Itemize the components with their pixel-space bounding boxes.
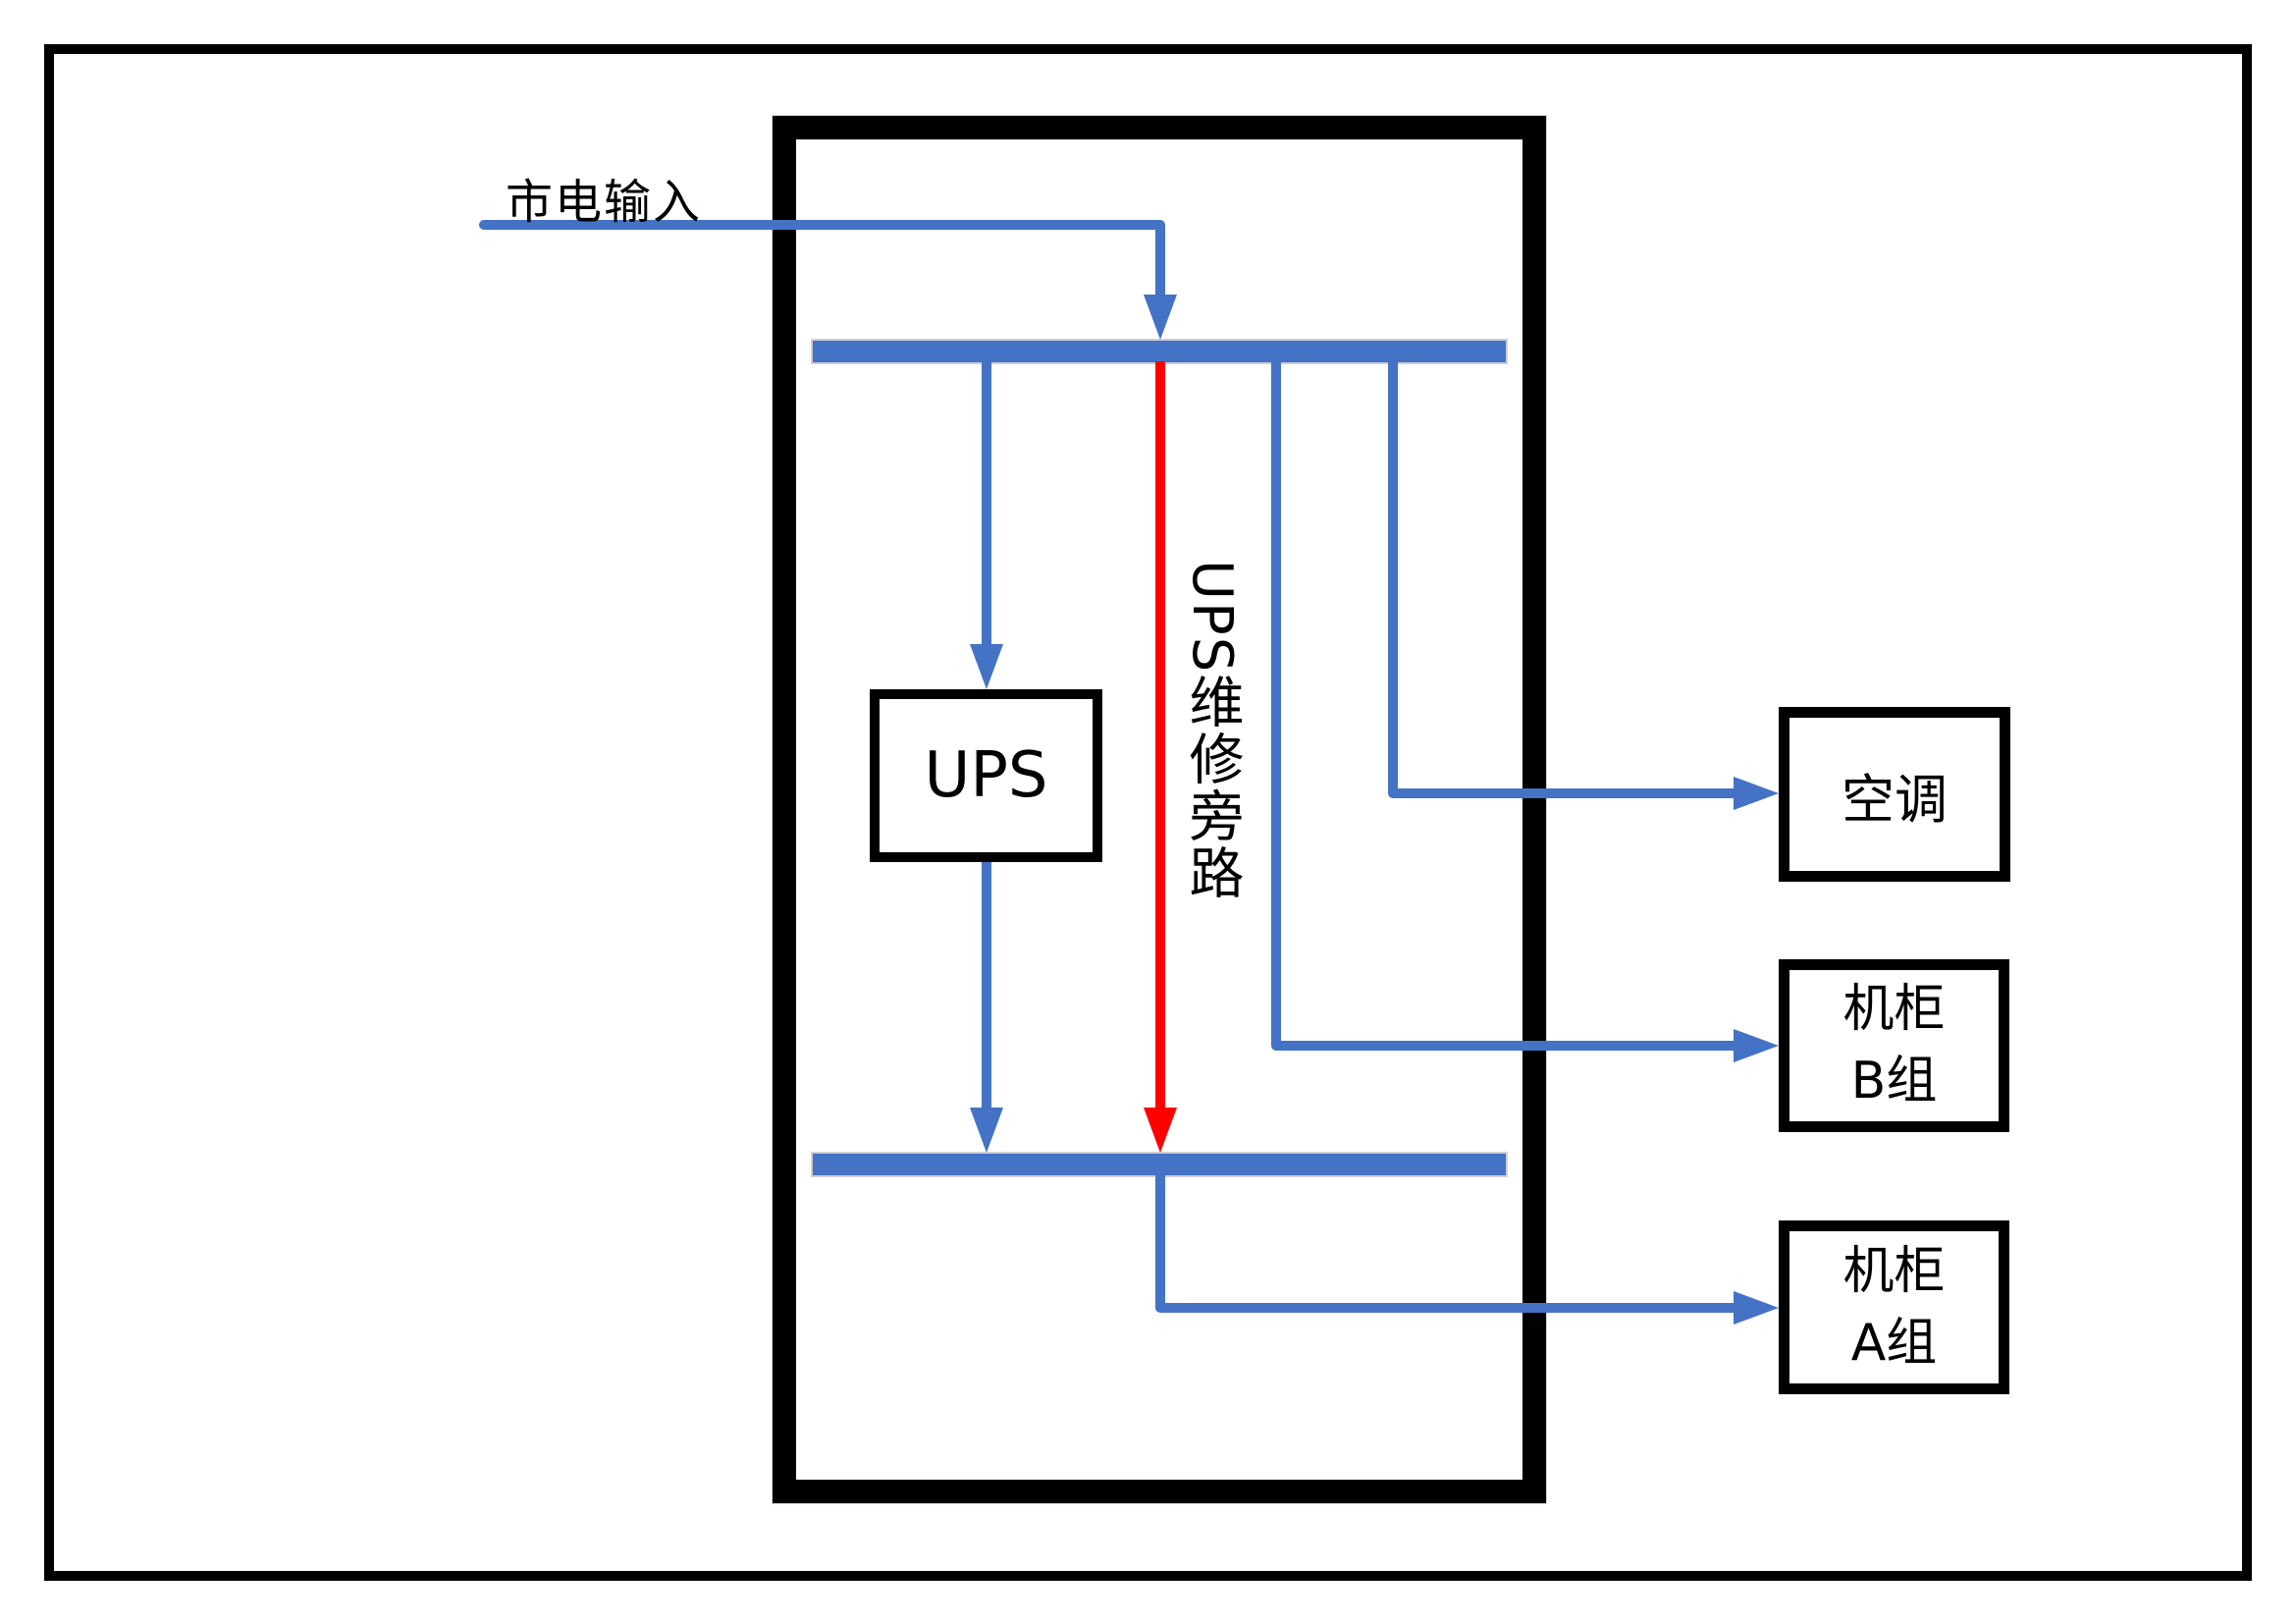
bypass-arrowhead (1144, 1108, 1177, 1153)
cabinet-group-a-label-line2: A组 (1850, 1313, 1938, 1373)
cabinet-a-arrowhead (1734, 1291, 1779, 1325)
cabinet-group-a-box: 机柜 A组 (1779, 1220, 2009, 1394)
server-room-boundary (772, 115, 1547, 1504)
ups-input-arrowhead (970, 644, 1003, 689)
mains-input-label: 市电输入 (506, 175, 703, 230)
cabinet-group-b-label-line1: 机柜 (1842, 980, 1946, 1040)
bottom-busbar (811, 1152, 1508, 1177)
ac-wire (1388, 361, 1737, 798)
air-conditioner-box: 空调 (1779, 707, 2010, 882)
ac-arrowhead (1734, 777, 1779, 810)
cabinet-group-b-label-line2: B组 (1850, 1052, 1938, 1110)
ups-label: UPS (924, 739, 1048, 812)
mains-input-arrowhead (1144, 295, 1177, 340)
air-conditioner-label: 空调 (1842, 768, 1948, 831)
cabinet-b-arrowhead (1734, 1029, 1779, 1062)
cabinet-b-wire (1271, 361, 1737, 1051)
page-border (44, 44, 2252, 1581)
cabinet-a-wire (1155, 1175, 1737, 1313)
mains-input-wire (479, 220, 1165, 300)
cabinet-group-a-label-line1: 机柜 (1842, 1241, 1946, 1301)
ups-box: UPS (870, 689, 1102, 862)
top-busbar (811, 339, 1508, 364)
bypass-label: UPS维修旁路 (1180, 560, 1244, 902)
ups-output-arrowhead (970, 1108, 1003, 1153)
cabinet-group-b-box: 机柜 B组 (1779, 959, 2009, 1132)
